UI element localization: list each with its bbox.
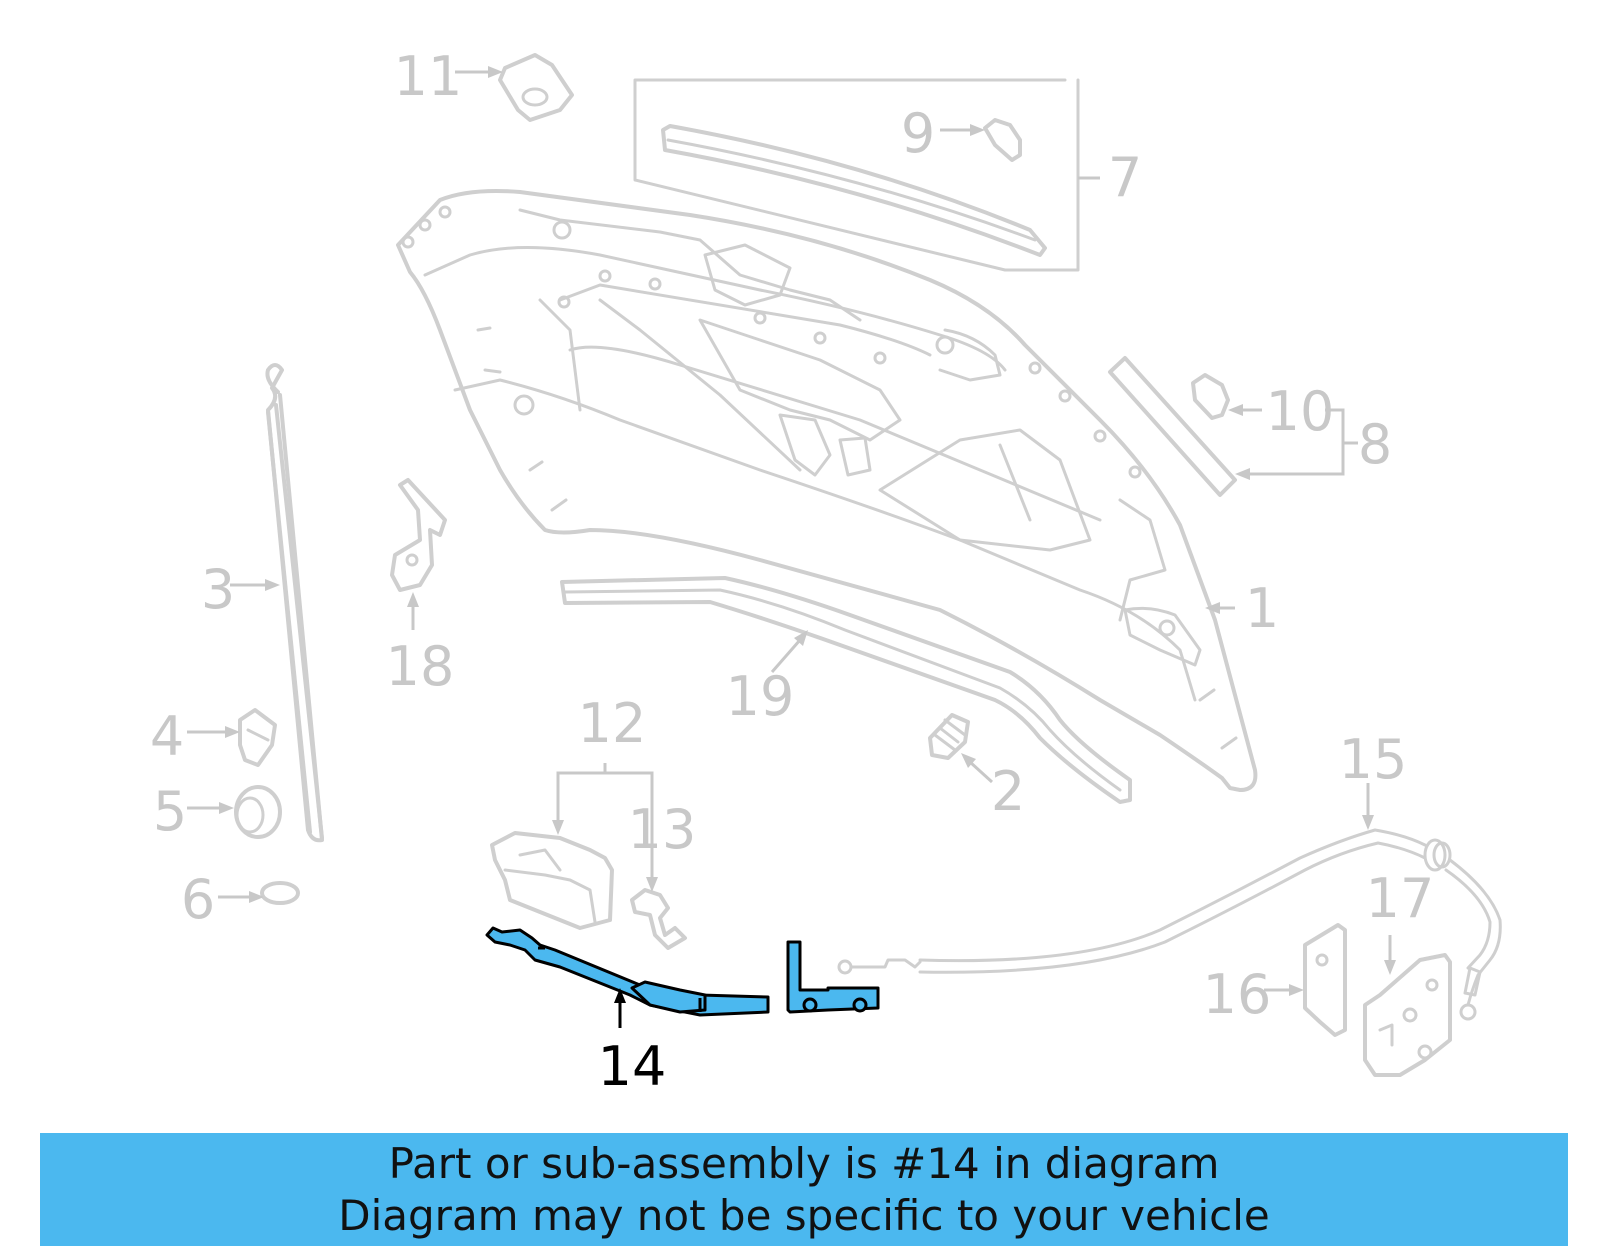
callout-17: 17 (1366, 867, 1435, 930)
part-3-prop-rod (230, 363, 324, 843)
part-18-bracket (390, 478, 447, 630)
part-6-washer (218, 881, 300, 905)
callout-16: 16 (1203, 963, 1272, 1026)
part-4-clip (187, 708, 277, 767)
callout-15: 15 (1339, 728, 1408, 791)
part-16-bracket (1264, 923, 1347, 1037)
callout-6: 6 (181, 868, 215, 931)
part-5-grommet (187, 785, 282, 839)
part-9-clip (940, 118, 1022, 162)
callout-1: 1 (1245, 577, 1279, 640)
info-banner: Part or sub-assembly is #14 in diagram D… (40, 1133, 1568, 1246)
callout-8: 8 (1358, 413, 1392, 476)
leader-1-arrow (1205, 602, 1220, 614)
part-19-weatherstrip (560, 576, 1132, 804)
part-7-seal (633, 78, 1100, 272)
part-11-bracket (455, 53, 574, 122)
callout-4: 4 (150, 705, 184, 768)
banner-line-1: Part or sub-assembly is #14 in diagram (388, 1138, 1220, 1188)
part-10-clip (1191, 373, 1262, 420)
callout-5: 5 (153, 780, 187, 843)
part-1-hood (396, 189, 1258, 792)
callout-2: 2 (991, 760, 1025, 823)
callout-13: 13 (628, 798, 697, 861)
part-8-strip (1108, 356, 1358, 497)
callout-3: 3 (201, 558, 235, 621)
banner-line-2: Diagram may not be specific to your vehi… (338, 1190, 1270, 1240)
part-15-cable (837, 783, 1502, 1021)
part-17-striker (1363, 935, 1452, 1077)
callout-11: 11 (394, 45, 463, 108)
part-2-bumper (928, 713, 994, 784)
callout-10: 10 (1266, 380, 1335, 443)
callout-18: 18 (386, 635, 455, 698)
part-14-release-handle (485, 926, 880, 1028)
callout-14: 14 (598, 1035, 667, 1098)
callout-19: 19 (726, 665, 795, 728)
callout-9: 9 (901, 102, 935, 165)
part-12-latch (490, 763, 654, 930)
part-13-clip (630, 877, 687, 950)
callout-7: 7 (1108, 146, 1142, 209)
callout-12: 12 (578, 692, 647, 755)
